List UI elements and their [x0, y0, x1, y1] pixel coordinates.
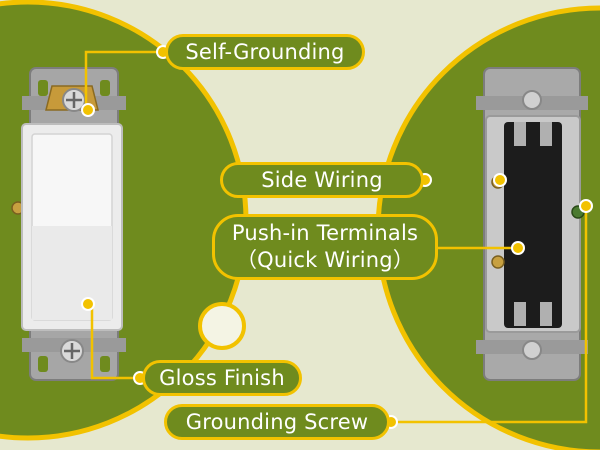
back-side-terminal-icon	[491, 255, 505, 269]
push-in-terminals-callout: Push-in Terminals （Quick Wiring）	[212, 214, 438, 280]
decorative-circle	[198, 302, 246, 350]
back-switch-illustration	[476, 67, 588, 381]
self-grounding-callout: Self-Grounding	[165, 34, 365, 70]
back-screw-bottom-icon	[522, 340, 542, 360]
relay-block	[504, 122, 562, 328]
push-in-terminals-label: Push-in Terminals	[231, 221, 419, 245]
gloss-finish-callout: Gloss Finish	[142, 360, 302, 396]
strap-slot	[38, 80, 48, 96]
front-switch-illustration	[11, 67, 126, 381]
side-wiring-callout: Side Wiring	[220, 162, 424, 198]
rocker-lower-half	[32, 226, 112, 320]
strap-slot	[100, 80, 110, 96]
strap-slot	[38, 356, 48, 372]
strap-slot	[100, 356, 110, 372]
back-screw-top-icon	[522, 90, 542, 110]
quick-wiring-label: （Quick Wiring）	[235, 248, 415, 272]
grounding-screw-callout: Grounding Screw	[164, 404, 390, 440]
